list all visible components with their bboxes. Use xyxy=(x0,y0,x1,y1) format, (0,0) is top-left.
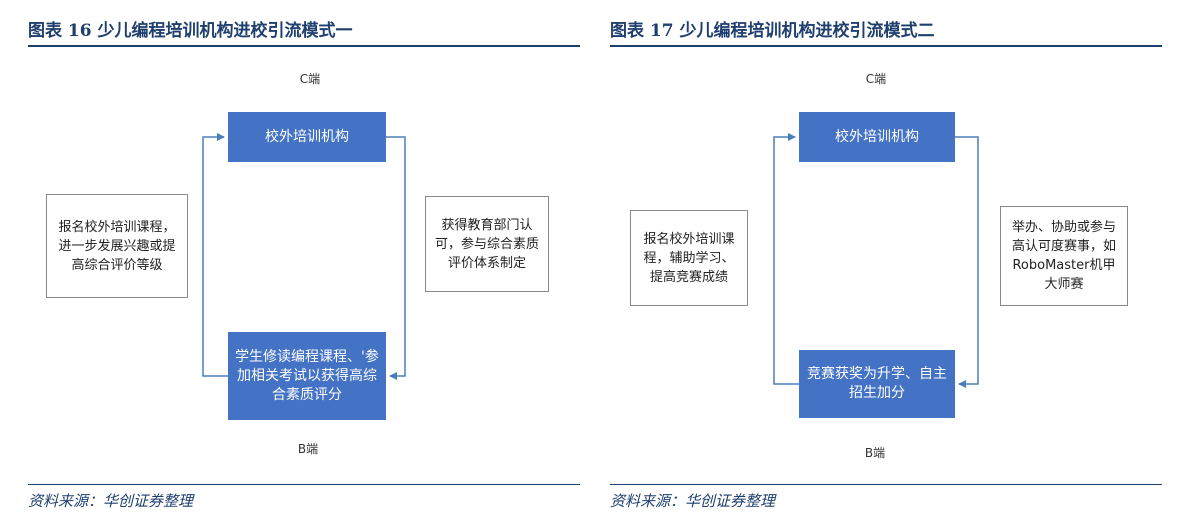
figure-title: 图表 16 少儿编程培训机构进校引流模式一 xyxy=(28,21,353,41)
connector-top-to-bottom xyxy=(955,136,979,388)
flow-connectors xyxy=(202,133,406,380)
connector-bottom-to-top xyxy=(773,133,799,385)
c-end-label: C端 xyxy=(865,72,887,86)
figure-title: 图表 17 少儿编程培训机构进校引流模式二 xyxy=(610,21,935,41)
right-note-box: 获得教育部门认可，参与综合素质评价体系制定 xyxy=(425,196,549,292)
bottom-box-student: 学生修读编程课程、'参加相关考试以获得高综合素质评分 xyxy=(228,332,386,420)
flow-connectors xyxy=(773,133,979,388)
title-rule xyxy=(28,45,580,47)
source-rule xyxy=(28,484,580,485)
source-note: 资料来源：华创证券整理 xyxy=(610,492,776,510)
connector-bottom-to-top xyxy=(202,133,228,377)
left-note-box: 报名校外培训课程，进一步发展兴趣或提高综合评价等级 xyxy=(46,194,188,298)
connector-top-to-bottom xyxy=(386,136,406,380)
figure-17-panel: 图表 17 少儿编程培训机构进校引流模式二 C端 校外培训机构 报名校外培训课程… xyxy=(610,0,1187,522)
top-box-training-org: 校外培训机构 xyxy=(228,112,386,162)
figure-16-panel: 图表 16 少儿编程培训机构进校引流模式一 C端 校外培训机构 报名校外培训课程… xyxy=(0,0,590,522)
left-note-box: 报名校外培训课程，辅助学习、提高竞赛成绩 xyxy=(630,210,748,306)
c-end-label: C端 xyxy=(299,72,321,86)
bottom-box-competition: 竞赛获奖为升学、自主招生加分 xyxy=(799,350,955,418)
title-rule xyxy=(610,45,1162,47)
top-box-training-org: 校外培训机构 xyxy=(799,112,955,162)
source-rule xyxy=(610,484,1162,485)
b-end-label: B端 xyxy=(297,442,319,456)
source-note: 资料来源：华创证券整理 xyxy=(28,492,194,510)
b-end-label: B端 xyxy=(864,446,886,460)
right-note-box: 举办、协助或参与高认可度赛事，如RoboMaster机甲大师赛 xyxy=(1000,206,1128,306)
